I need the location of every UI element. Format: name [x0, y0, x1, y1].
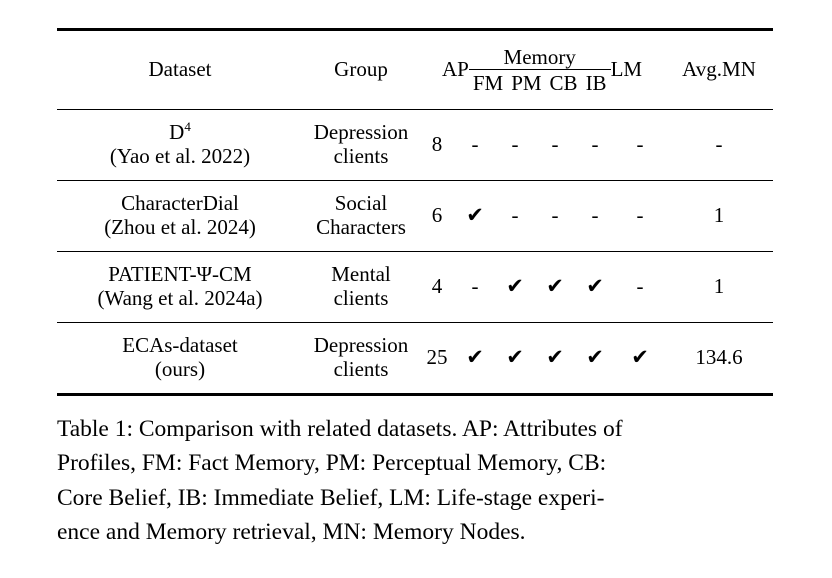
group-line-1: Mental — [331, 262, 391, 287]
cell-lm: - — [636, 203, 644, 228]
cell-fm: - — [471, 274, 479, 299]
table-bottom-rule-row — [57, 393, 774, 397]
header-ap: AP — [441, 57, 469, 82]
cell-group: Depression clients — [303, 110, 419, 181]
group-line-1: Depression — [313, 333, 409, 358]
cell-lm: ✔ — [631, 345, 649, 370]
table-body: D4 (Yao et al. 2022) Depression clients … — [57, 109, 774, 397]
caption-line-4: ence and Memory retrieval, MN: Memory No… — [57, 518, 526, 545]
dataset-name-text: ECAs-dataset — [122, 333, 238, 358]
cell-cb: - — [551, 203, 559, 228]
cell-group: Social Characters — [303, 181, 419, 252]
dataset-citation: (Zhou et al. 2024) — [104, 215, 256, 239]
cell-ib: - — [591, 132, 599, 157]
table-bottom-rule — [57, 393, 774, 397]
memory-group-rule — [468, 68, 611, 70]
cell-ap: 4 — [431, 274, 443, 299]
header-dataset: Dataset — [148, 57, 212, 82]
cell-dataset: CharacterDial (Zhou et al. 2024) — [57, 181, 303, 252]
group-line-2: Characters — [316, 215, 406, 239]
cell-lm: - — [636, 274, 644, 299]
caption-line-3: Core Belief, IB: Immediate Belief, LM: L… — [57, 484, 605, 511]
cell-cb: ✔ — [546, 345, 564, 370]
header-memory-label: Memory — [503, 44, 576, 69]
dataset-name: PATIENT-Ψ-CM — [57, 263, 303, 287]
table-row-highlight: ECAs-dataset (ours) Depression clients 2… — [57, 322, 774, 395]
table-row: D4 (Yao et al. 2022) Depression clients … — [57, 109, 774, 181]
header-fm: FM — [472, 70, 504, 95]
cell-pm: - — [511, 132, 519, 157]
cell-cb: ✔ — [546, 274, 564, 299]
cell-ap: 25 — [426, 345, 448, 370]
cell-ib: - — [591, 203, 599, 228]
cell-dataset: D4 (Yao et al. 2022) — [57, 110, 303, 181]
cell-mn: 1 — [713, 274, 725, 299]
group-line-1: Depression — [313, 120, 409, 145]
cell-pm: ✔ — [506, 345, 524, 370]
cell-fm: ✔ — [466, 203, 484, 228]
cell-mn: 134.6 — [695, 345, 743, 370]
cell-mn: - — [715, 132, 723, 157]
cell-ib: ✔ — [586, 274, 604, 299]
caption-line-2: Profiles, FM: Fact Memory, PM: Perceptua… — [57, 450, 607, 477]
dataset-citation: (Yao et al. 2022) — [109, 144, 251, 168]
header-memory-subcolumns: FM PM CB IB — [469, 72, 611, 94]
cell-pm: - — [511, 203, 519, 228]
dataset-citation: (ours) — [154, 357, 206, 381]
header-pm: PM — [511, 70, 542, 95]
header-mn: Avg.MN — [682, 57, 756, 82]
table-row: PATIENT-Ψ-CM (Wang et al. 2024a) Mental … — [57, 251, 774, 323]
table-caption: Table 1: Comparison with related dataset… — [57, 412, 775, 549]
cell-cb: - — [551, 132, 559, 157]
cell-fm: - — [471, 132, 479, 157]
cell-fm: ✔ — [466, 345, 484, 370]
cell-ap: 8 — [431, 132, 443, 157]
dataset-name-text: PATIENT-Ψ-CM — [108, 262, 252, 287]
dataset-superscript: 4 — [184, 119, 191, 135]
cell-dataset: PATIENT-Ψ-CM (Wang et al. 2024a) — [57, 252, 303, 323]
header-cb: CB — [549, 70, 578, 95]
table-row: CharacterDial (Zhou et al. 2024) Social … — [57, 180, 774, 252]
cell-group: Depression clients — [303, 323, 419, 395]
group-line-2: clients — [333, 144, 389, 168]
dataset-name: CharacterDial — [57, 192, 303, 216]
dataset-name: D4 — [57, 119, 303, 145]
dataset-name: ECAs-dataset — [57, 334, 303, 358]
group-line-2: clients — [333, 357, 389, 381]
cell-pm: ✔ — [506, 274, 524, 299]
cell-ib: ✔ — [586, 345, 604, 370]
cell-dataset: ECAs-dataset (ours) — [57, 323, 303, 395]
caption-line-1: Table 1: Comparison with related dataset… — [57, 416, 623, 442]
group-line-1: Social — [334, 191, 388, 216]
cell-lm: - — [636, 132, 644, 157]
cell-group: Mental clients — [303, 252, 419, 323]
header-group: Group — [334, 57, 388, 82]
header-lm: LM — [610, 57, 643, 82]
cell-ap: 6 — [431, 203, 443, 228]
cell-mn: 1 — [713, 203, 725, 228]
header-ib: IB — [585, 70, 607, 95]
group-line-2: clients — [333, 286, 389, 310]
dataset-name-text: D — [169, 120, 185, 145]
dataset-citation: (Wang et al. 2024a) — [97, 286, 263, 310]
dataset-name-text: CharacterDial — [121, 191, 239, 216]
